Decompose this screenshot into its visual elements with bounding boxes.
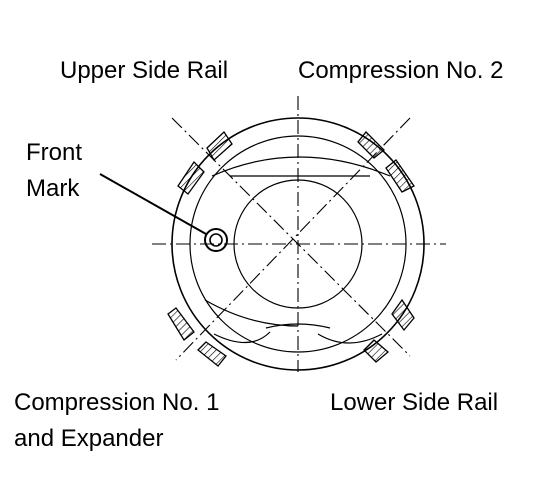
- front-mark-leader-line: [99, 173, 207, 235]
- front-mark: [99, 173, 228, 252]
- label-front-mark-line2: Mark: [26, 175, 80, 202]
- center-circle: [233, 179, 363, 309]
- diagonal-centerline-b: [175, 117, 411, 361]
- label-front-mark-line1: Front: [26, 139, 82, 166]
- label-compression-no1-line1: Compression No. 1: [14, 389, 219, 416]
- compression-no2-gap: [357, 131, 415, 193]
- outer-circle: [171, 117, 425, 371]
- upper-band-arc: [211, 156, 391, 177]
- piston-outline: [171, 117, 425, 371]
- lower-right-boss: [317, 333, 383, 344]
- front-mark-outer-ring: [204, 228, 228, 252]
- lower-left-band: [204, 299, 299, 327]
- label-compression-no2: Compression No. 2: [298, 57, 503, 84]
- lower-side-rail-gap: [363, 298, 415, 363]
- compression-no1-gap: [167, 307, 227, 367]
- diagonal-centerline-a: [171, 117, 411, 357]
- front-mark-inner-ring: [209, 233, 223, 247]
- label-compression-no1-line2: and Expander: [14, 425, 163, 452]
- lower-left-boss: [213, 331, 271, 344]
- label-lower-side-rail: Lower Side Rail: [330, 389, 498, 416]
- label-upper-side-rail: Upper Side Rail: [60, 57, 228, 84]
- center-lines: [152, 96, 446, 372]
- ring-gaps: [167, 130, 415, 367]
- upper-side-rail-gap: [177, 130, 233, 195]
- lower-center-arc: [265, 323, 331, 329]
- inner-circle: [189, 135, 407, 353]
